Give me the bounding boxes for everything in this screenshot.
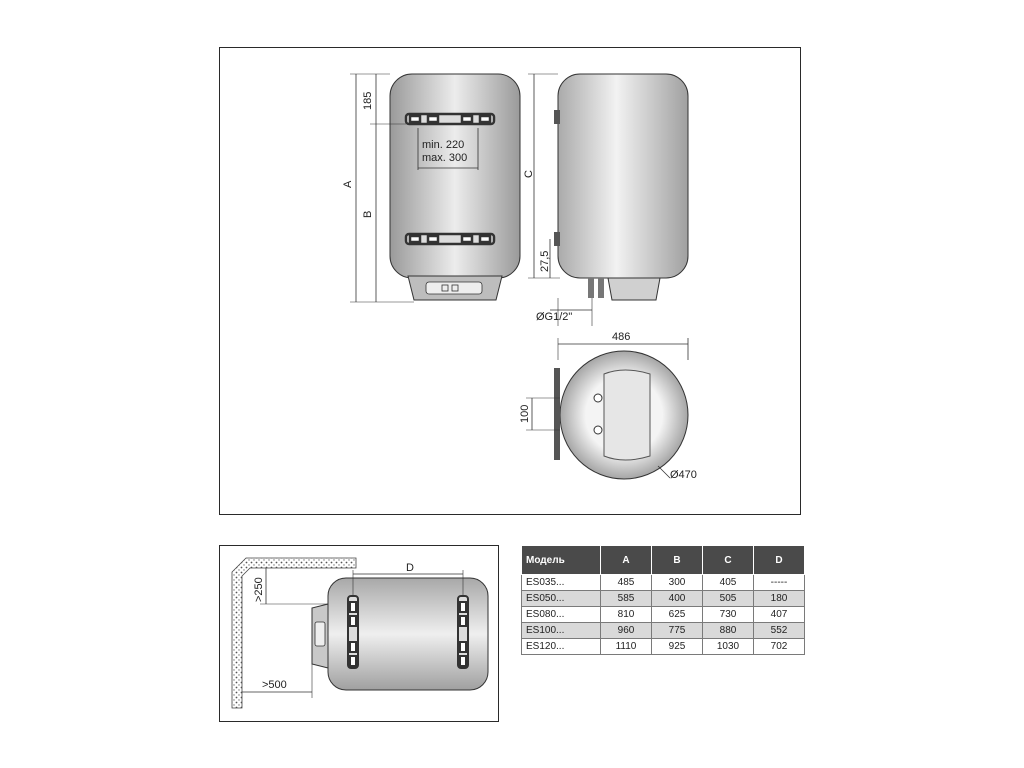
value-cell: 810 bbox=[600, 606, 652, 623]
model-cell: ES120... bbox=[521, 638, 601, 655]
dimension-offset-label: 27,5 bbox=[539, 251, 551, 272]
column-header-a: A bbox=[600, 545, 652, 575]
wall-mount-plate bbox=[554, 368, 560, 460]
value-cell: ----- bbox=[753, 574, 805, 591]
top-clearance-label: >250 bbox=[253, 577, 265, 602]
depth-label: 486 bbox=[612, 331, 630, 343]
model-cell: ES100... bbox=[521, 622, 601, 639]
right-bracket bbox=[457, 595, 469, 669]
value-cell: 180 bbox=[753, 590, 805, 607]
dimension-a-label: A bbox=[342, 180, 354, 188]
value-cell: 1110 bbox=[600, 638, 652, 655]
pipe-connector-bottom bbox=[593, 425, 603, 435]
bracket-min-label: min. 220 bbox=[422, 139, 464, 151]
value-cell: 485 bbox=[600, 574, 652, 591]
installation-drawing-frame: D >250 >500 bbox=[219, 545, 499, 722]
value-cell: 730 bbox=[702, 606, 754, 623]
pipe-outlet bbox=[598, 278, 604, 298]
installation-drawing: D >250 >500 bbox=[231, 557, 489, 709]
column-header-c: C bbox=[702, 545, 754, 575]
left-bracket bbox=[347, 595, 359, 669]
table-row: ES035... 485 300 405 ----- bbox=[521, 574, 805, 591]
inner-housing bbox=[603, 369, 651, 461]
dimension-b-label: B bbox=[362, 211, 374, 218]
value-cell: 505 bbox=[702, 590, 754, 607]
value-cell: 925 bbox=[651, 638, 703, 655]
model-cell: ES050... bbox=[521, 590, 601, 607]
dimension-drawing: min. 220 max. 300 A B 185 bbox=[342, 73, 697, 481]
bracket-max-label: max. 300 bbox=[422, 152, 467, 164]
dimension-c-label: C bbox=[523, 170, 535, 178]
control-button-icon bbox=[451, 284, 459, 292]
table-header-row: Модель A B C D bbox=[521, 545, 805, 575]
side-clearance-label: >500 bbox=[262, 679, 287, 691]
model-cell: ES080... bbox=[521, 606, 601, 623]
dimension-drawing-frame: min. 220 max. 300 A B 185 bbox=[219, 47, 801, 515]
table-row: ES080... 810 625 730 407 bbox=[521, 606, 805, 623]
value-cell: 407 bbox=[753, 606, 805, 623]
wall-ceiling-section bbox=[231, 557, 357, 709]
value-cell: 625 bbox=[651, 606, 703, 623]
lower-wall-hook bbox=[554, 232, 560, 246]
column-header-model: Модель bbox=[521, 545, 601, 575]
model-dimensions-table: Модель A B C D ES035... 485 300 405 ----… bbox=[521, 545, 805, 655]
pipe-thread-label: ØG1/2" bbox=[536, 311, 572, 323]
value-cell: 960 bbox=[600, 622, 652, 639]
side-control-housing bbox=[607, 277, 661, 301]
control-button-icon bbox=[441, 284, 449, 292]
upper-wall-hook bbox=[554, 110, 560, 124]
front-tank-body bbox=[389, 73, 521, 279]
table-row: ES120... 1110 925 1030 702 bbox=[521, 638, 805, 655]
dimension-185-label: 185 bbox=[362, 92, 374, 110]
model-cell: ES035... bbox=[521, 574, 601, 591]
value-cell: 400 bbox=[651, 590, 703, 607]
value-cell: 552 bbox=[753, 622, 805, 639]
spacing-label: 100 bbox=[519, 405, 531, 423]
column-header-b: B bbox=[651, 545, 703, 575]
value-cell: 405 bbox=[702, 574, 754, 591]
value-cell: 880 bbox=[702, 622, 754, 639]
value-cell: 702 bbox=[753, 638, 805, 655]
lower-mounting-bracket bbox=[404, 232, 496, 246]
control-display bbox=[425, 281, 483, 295]
upper-mounting-bracket bbox=[404, 112, 496, 126]
side-tank-body bbox=[557, 73, 689, 279]
value-cell: 585 bbox=[600, 590, 652, 607]
table-row: ES100... 960 775 880 552 bbox=[521, 622, 805, 639]
value-cell: 775 bbox=[651, 622, 703, 639]
value-cell: 300 bbox=[651, 574, 703, 591]
pipe-inlet bbox=[588, 278, 594, 298]
pipe-connector-top bbox=[593, 393, 603, 403]
table-row: ES050... 585 400 505 180 bbox=[521, 590, 805, 607]
side-view: C 27,5 ØG1/2" bbox=[523, 73, 689, 326]
diameter-label: Ø470 bbox=[670, 469, 697, 481]
top-view: 486 100 Ø470 bbox=[519, 331, 697, 481]
column-header-d: D bbox=[753, 545, 805, 575]
horizontal-control-display bbox=[314, 621, 326, 647]
front-view: min. 220 max. 300 A B 185 bbox=[342, 73, 521, 303]
value-cell: 1030 bbox=[702, 638, 754, 655]
dimension-d-label: D bbox=[406, 562, 414, 574]
